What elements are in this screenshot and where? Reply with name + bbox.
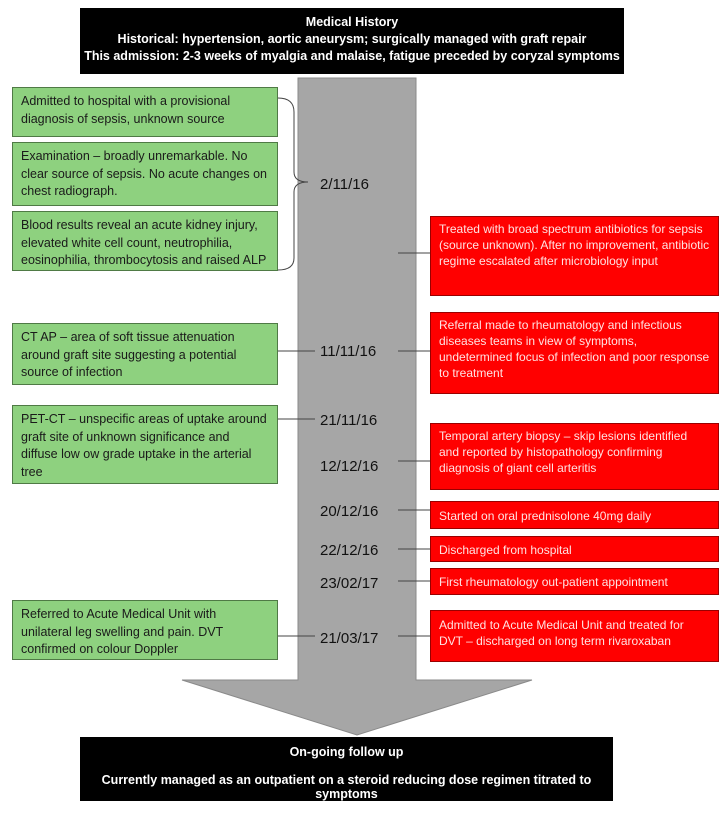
header-line-historical: Historical: hypertension, aortic aneurys… <box>117 32 587 46</box>
event-box-temporal-artery-biopsy: Temporal artery biopsy – skip lesions id… <box>430 423 719 490</box>
event-box-prednisolone: Started on oral prednisolone 40mg daily <box>430 501 719 529</box>
event-box-antibiotics: Treated with broad spectrum antibiotics … <box>430 216 719 296</box>
event-box-referral-rheumatology: Referral made to rheumatology and infect… <box>430 312 719 394</box>
event-box-ct-ap: CT AP – area of soft tissue attenuation … <box>12 323 278 385</box>
header-title: Medical History <box>305 15 399 29</box>
medical-history-header: Medical History Historical: hypertension… <box>80 8 624 74</box>
header-line-admission: This admission: 2-3 weeks of myalgia and… <box>84 49 620 63</box>
follow-up-footer: On-going follow up Currently managed as … <box>80 737 613 801</box>
date-label: 23/02/17 <box>320 575 379 592</box>
event-box-discharged: Discharged from hospital <box>430 536 719 562</box>
event-box-outpatient-appointment: First rheumatology out-patient appointme… <box>430 568 719 595</box>
event-box-admitted-amu-dvt: Admitted to Acute Medical Unit and treat… <box>430 610 719 662</box>
date-label: 20/12/16 <box>320 503 379 520</box>
footer-text: Currently managed as an outpatient on a … <box>101 773 592 801</box>
event-box-examination: Examination – broadly unremarkable. No c… <box>12 142 278 206</box>
event-box-referred-amu: Referred to Acute Medical Unit with unil… <box>12 600 278 660</box>
date-label: 11/11/16 <box>320 343 377 360</box>
footer-title: On-going follow up <box>289 745 404 759</box>
date-label: 12/12/16 <box>320 458 379 475</box>
event-box-admission: Admitted to hospital with a provisional … <box>12 87 278 137</box>
date-label: 2/11/16 <box>320 176 369 193</box>
timeline-arrow <box>181 77 533 736</box>
event-box-blood-results: Blood results reveal an acute kidney inj… <box>12 211 278 271</box>
left-bracket <box>277 97 309 271</box>
date-label: 21/03/17 <box>320 630 379 647</box>
date-label: 21/11/16 <box>320 412 378 429</box>
event-box-pet-ct: PET-CT – unspecific areas of uptake arou… <box>12 405 278 484</box>
date-label: 22/12/16 <box>320 542 379 559</box>
